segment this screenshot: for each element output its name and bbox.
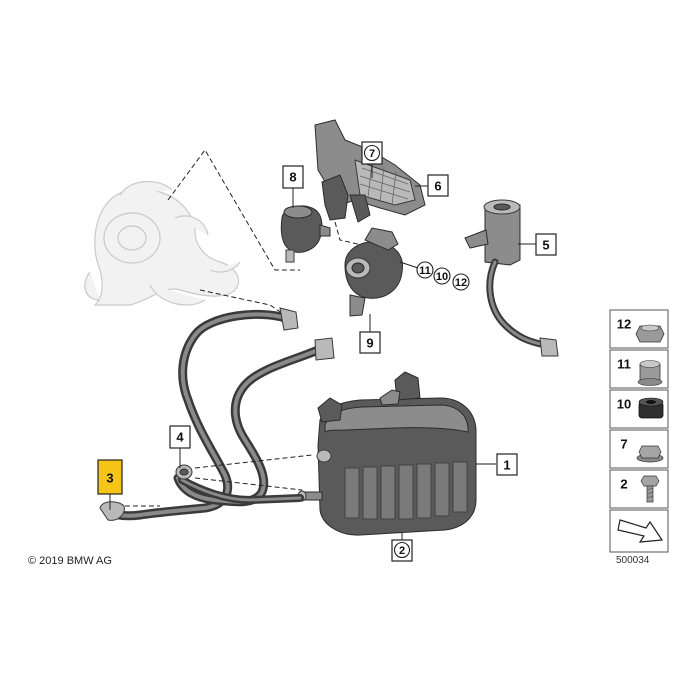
legend-arrow-panel — [609, 509, 669, 553]
spacer-sleeve-icon — [637, 360, 663, 386]
legend-item-2[interactable]: 2 — [609, 469, 669, 509]
callout-3-label: 3 — [106, 471, 113, 486]
legend-item-12[interactable]: 12 — [609, 309, 669, 349]
callout-3[interactable]: 3 — [97, 459, 123, 495]
callout-5-label: 5 — [542, 238, 549, 253]
canister-part-1 — [297, 371, 477, 536]
callout-1-label: 1 — [503, 458, 510, 473]
diagram-id: 500034 — [616, 555, 650, 566]
valve-part-8 — [280, 205, 331, 263]
callout-6[interactable]: 6 — [427, 174, 449, 197]
callout-4[interactable]: 4 — [169, 425, 191, 449]
legend-item-2-label: 2 — [620, 477, 627, 492]
legend-item-10-label: 10 — [617, 397, 631, 412]
pump-part-9 — [344, 227, 404, 317]
callout-12[interactable]: 12 — [452, 273, 470, 291]
flange-nut-icon — [636, 445, 664, 463]
callout-9-label: 9 — [366, 336, 373, 351]
dashed-link-bracket — [334, 221, 363, 246]
legend-item-11-label: 11 — [617, 357, 631, 372]
rubber-grommet-icon — [638, 397, 664, 419]
legend-item-7[interactable]: 7 — [609, 429, 669, 469]
callout-11-label: 11 — [419, 265, 431, 277]
legend-panel: 12 11 10 7 — [609, 309, 669, 553]
leader-10-11-12 — [399, 261, 419, 269]
direction-arrow-icon — [617, 519, 664, 543]
dashed-link-ghost-2 — [199, 289, 286, 316]
callout-1[interactable]: 1 — [496, 453, 518, 476]
legend-item-12-label: 12 — [617, 317, 631, 332]
callout-7-label: 7 — [369, 148, 375, 160]
legend-item-11[interactable]: 11 — [609, 349, 669, 389]
callout-2[interactable]: 2 — [391, 539, 413, 562]
callout-4-label: 4 — [176, 430, 184, 445]
callout-12-label: 12 — [455, 277, 467, 289]
legend-item-10[interactable]: 10 — [609, 389, 669, 429]
sensor-part-5 — [464, 199, 559, 357]
ghost-engine-part — [84, 180, 241, 306]
legend-item-7-label: 7 — [620, 437, 627, 452]
callout-8-label: 8 — [289, 170, 296, 185]
callout-6-label: 6 — [434, 179, 441, 194]
callout-9[interactable]: 9 — [359, 331, 381, 354]
dashed-leader-1-left — [194, 477, 303, 491]
callout-7[interactable]: 7 — [361, 141, 383, 165]
copyright-text: © 2019 BMW AG — [28, 555, 112, 567]
bracket-part-6 — [314, 119, 426, 223]
dashed-link-ghost-1 — [167, 149, 300, 271]
hose-lines — [99, 307, 335, 521]
callout-10-label: 10 — [436, 271, 448, 283]
callout-8[interactable]: 8 — [282, 165, 304, 189]
bolt-icon — [640, 475, 660, 503]
callout-5[interactable]: 5 — [535, 233, 557, 256]
callout-2-label: 2 — [399, 545, 405, 557]
callout-11[interactable]: 11 — [416, 261, 434, 279]
callout-10[interactable]: 10 — [433, 267, 451, 285]
dashed-leader-4 — [194, 454, 313, 469]
